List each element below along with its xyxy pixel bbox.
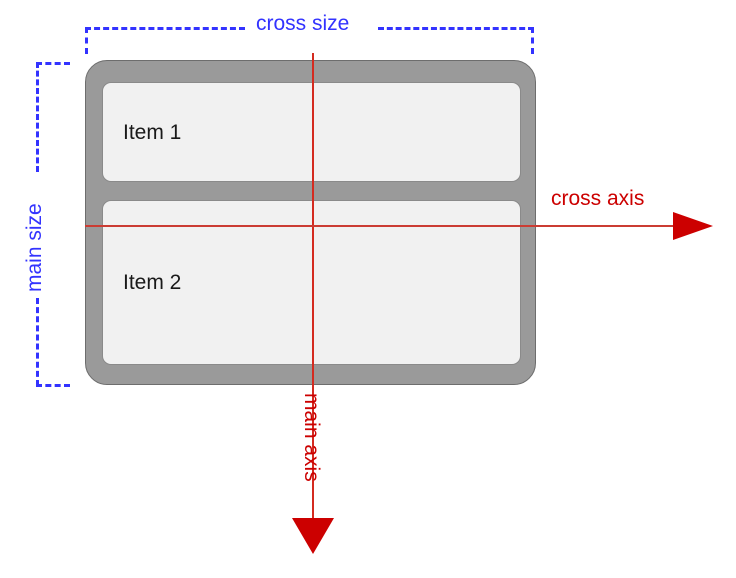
flex-item-1: Item 1	[102, 82, 521, 182]
cross-size-label: cross size	[256, 12, 350, 35]
cross-size-bracket-line-left	[85, 27, 245, 30]
main-size-bracket-top-stub	[36, 62, 70, 65]
main-axis-label: main axis	[300, 393, 323, 482]
cross-axis-label: cross axis	[551, 187, 645, 210]
main-axis-line	[312, 53, 314, 524]
main-size-label: main size	[23, 203, 46, 292]
flex-item-2-label: Item 2	[123, 271, 182, 294]
flex-item-2: Item 2	[102, 200, 521, 365]
cross-axis-line	[85, 225, 675, 227]
flex-item-1-label: Item 1	[123, 120, 182, 144]
main-size-bracket-bottom-stub	[36, 384, 70, 387]
cross-size-bracket-right-stem	[531, 27, 534, 54]
flex-container: Item 1 Item 2	[85, 60, 536, 385]
main-axis-arrowhead-icon	[292, 518, 334, 554]
cross-size-bracket-line-right	[378, 27, 534, 30]
cross-axis-arrowhead-icon	[673, 212, 713, 240]
main-size-bracket-line-bottom	[36, 298, 39, 386]
main-size-bracket-line-top	[36, 62, 39, 172]
cross-size-bracket-left-stem	[85, 27, 88, 54]
